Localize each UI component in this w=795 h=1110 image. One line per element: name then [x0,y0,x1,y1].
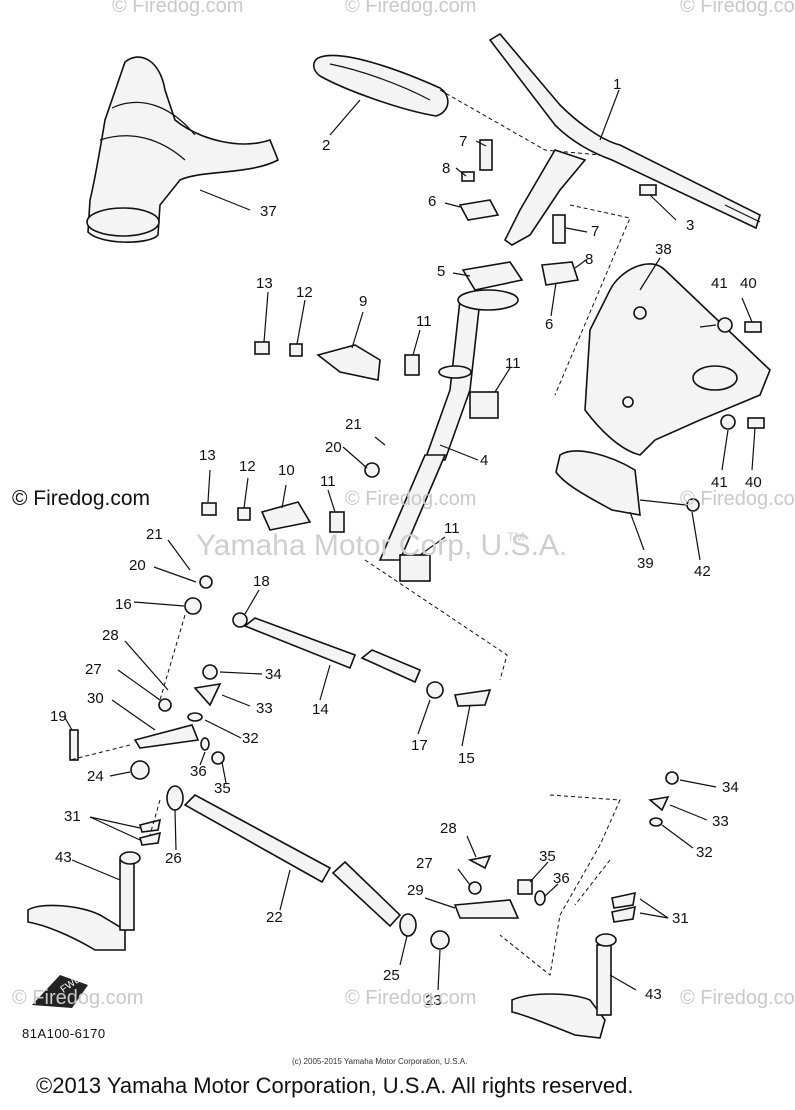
callout-9: 9 [359,293,368,310]
small-parts [69,139,765,950]
credit-small: (c) 2005-2015 Yamaha Motor Corporation, … [292,1057,468,1066]
watermark-bottom-1: © Firedog.com [12,987,144,1009]
callout-34b: 34 [722,779,739,796]
callout-36a: 36 [190,763,207,780]
watermark-tm: TM [507,530,525,544]
callout-11d: 11 [444,520,460,537]
callout-12b: 12 [239,458,256,475]
part-43-arm-left [27,851,141,951]
callout-25: 25 [383,967,400,984]
callout-33b: 33 [712,813,729,830]
callout-7b: 7 [591,223,600,240]
callout-8a: 8 [442,160,451,177]
diagram-code: 81A100-6170 [22,1026,106,1041]
part-14-rod [243,617,422,684]
callout-17: 17 [411,737,428,754]
callout-27a: 27 [85,661,102,678]
callout-29: 29 [407,882,424,899]
callout-16: 16 [115,596,132,613]
callout-34a: 34 [265,666,282,683]
callout-20a: 20 [325,439,342,456]
part-38-bracket [584,263,771,456]
callout-13a: 13 [256,275,273,292]
callout-40a: 40 [740,275,757,292]
callout-1: 1 [613,76,622,93]
callout-26: 26 [165,850,182,867]
callout-11a: 11 [416,313,432,330]
watermark-top-2: © Firedog.com [345,0,477,17]
callout-37: 37 [260,203,277,220]
callout-39: 39 [637,555,654,572]
callout-32b: 32 [696,844,713,861]
watermark-bottom-3: © Firedog.com [680,987,795,1009]
callout-41b: 41 [711,474,728,491]
callout-23: 23 [425,992,442,1009]
part-39-cover [555,450,641,516]
dashed-lines [69,89,631,976]
part-2-pad [312,54,449,117]
callout-28b: 28 [440,820,457,837]
callout-11b: 11 [505,355,521,372]
callout-41a: 41 [711,275,728,292]
callout-40b: 40 [745,474,762,491]
watermark-top-1: © Firedog.com [112,0,244,17]
callout-27b: 27 [416,855,433,872]
callout-31a: 31 [64,808,81,825]
callout-10: 10 [278,462,295,479]
callout-28a: 28 [102,627,119,644]
part-37-cover [86,56,280,243]
callout-35a: 35 [214,780,231,797]
callout-30: 30 [87,690,104,707]
callout-13b: 13 [199,447,216,464]
callout-24: 24 [87,768,104,785]
watermark-yamaha: Yamaha Motor Corp, U.S.A. [196,529,568,562]
callout-6b: 6 [545,316,554,333]
callout-5: 5 [437,263,446,280]
callout-4: 4 [480,452,489,469]
callout-38: 38 [655,241,672,258]
callout-8b: 8 [585,251,594,268]
callout-22: 22 [266,909,283,926]
callout-18: 18 [253,573,270,590]
callout-33a: 33 [256,700,273,717]
callout-12a: 12 [296,284,313,301]
callout-21b: 21 [146,526,163,543]
watermark-bottom-2: © Firedog.com [345,987,477,1009]
callout-43a: 43 [55,849,72,866]
part-22-rod [183,794,402,928]
callout-19: 19 [50,708,67,725]
fwd-arrow [32,975,88,1008]
part-1-handlebar [488,32,761,246]
callout-35b: 35 [539,848,556,865]
watermark-firedog-main: © Firedog.com [12,487,151,510]
part-43-arm-right [511,933,617,1039]
callout-42: 42 [694,563,711,580]
callout-20b: 20 [129,557,146,574]
callout-21a: 21 [345,416,362,433]
callout-36b: 36 [553,870,570,887]
callout-43b: 43 [645,986,662,1003]
copyright-footer: ©2013 Yamaha Motor Corporation, U.S.A. A… [36,1073,634,1098]
leader-lines [63,89,756,991]
callout-7a: 7 [459,133,468,150]
watermark-mid-2: © Firedog.com [680,488,795,510]
watermark-mid-1: © Firedog.com [345,488,477,510]
callout-31b: 31 [672,910,689,927]
callout-3: 3 [686,217,695,234]
callout-11c: 11 [320,473,336,490]
watermark-top-3: © Firedog.com [680,0,795,17]
callout-15: 15 [458,750,475,767]
callout-6a: 6 [428,193,437,210]
callout-32a: 32 [242,730,259,747]
callout-14: 14 [312,701,329,718]
callout-2: 2 [322,137,331,154]
